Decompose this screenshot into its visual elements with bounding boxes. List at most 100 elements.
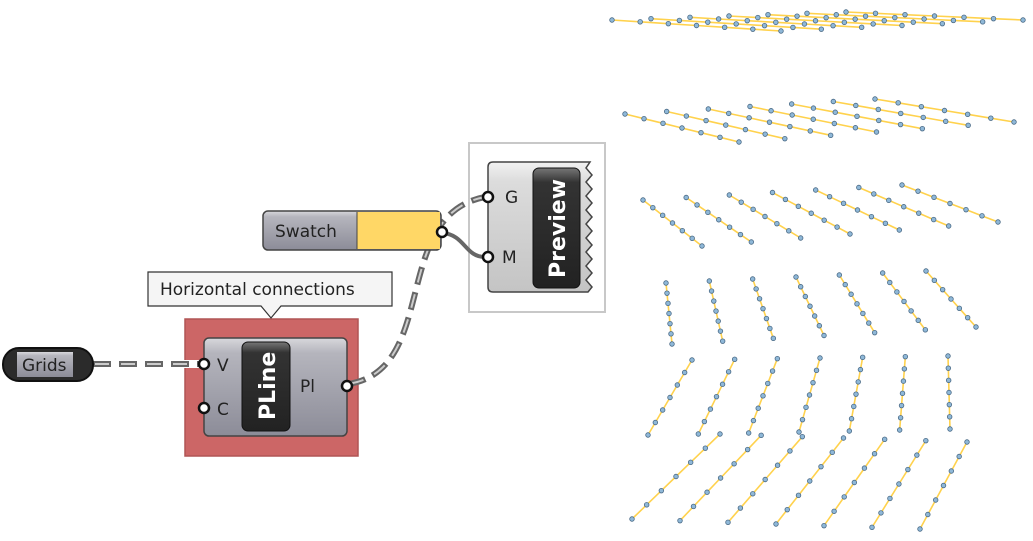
preview-point xyxy=(854,113,860,120)
input-c-grip[interactable] xyxy=(197,401,211,415)
preview-point xyxy=(956,305,963,312)
preview-point xyxy=(737,505,744,511)
preview-point xyxy=(821,217,827,223)
swatch-label: Swatch xyxy=(275,222,337,242)
preview-point xyxy=(879,270,886,276)
input-g-grip[interactable] xyxy=(481,190,495,204)
preview-point xyxy=(923,268,929,274)
viewport-preview xyxy=(609,9,1026,532)
preview-point xyxy=(746,115,752,121)
preview-point xyxy=(652,419,659,426)
preview-point xyxy=(794,13,800,19)
swatch-output-grip[interactable] xyxy=(435,225,449,239)
preview-point xyxy=(856,184,862,191)
preview-point xyxy=(731,356,738,363)
preview-point xyxy=(664,290,670,296)
preview-point xyxy=(804,10,810,17)
preview-point xyxy=(821,332,827,339)
preview-point xyxy=(914,452,920,458)
preview-point xyxy=(695,431,702,437)
preview-point xyxy=(658,487,665,494)
preview-component[interactable]: Preview G M xyxy=(481,161,593,293)
wire-swatch-to-m xyxy=(442,231,486,259)
preview-point xyxy=(609,17,615,23)
preview-point xyxy=(887,495,893,502)
preview-point xyxy=(622,111,628,117)
preview-point xyxy=(875,106,881,113)
input-v-grip[interactable] xyxy=(197,357,211,371)
preview-point xyxy=(788,101,795,107)
preview-point xyxy=(846,428,853,434)
preview-point xyxy=(786,228,792,234)
preview-point xyxy=(701,418,708,425)
swatch-component[interactable]: Swatch xyxy=(262,210,449,251)
preview-point xyxy=(766,119,773,125)
preview-point xyxy=(790,24,796,31)
preview-point xyxy=(830,22,836,29)
swatch-color[interactable] xyxy=(357,212,440,249)
preview-point xyxy=(857,366,864,373)
preview-point xyxy=(797,235,804,241)
preview-point xyxy=(762,131,768,137)
preview-point xyxy=(816,323,823,329)
preview-point xyxy=(806,392,813,398)
preview-point xyxy=(763,315,770,322)
preview-point xyxy=(703,117,709,124)
preview-point xyxy=(931,13,938,19)
preview-point xyxy=(964,111,971,118)
preview-point xyxy=(901,298,907,305)
preview-point xyxy=(872,96,878,102)
preview-point xyxy=(760,393,766,399)
preview-point xyxy=(897,415,904,421)
grids-param[interactable]: Grids xyxy=(2,347,94,382)
preview-point xyxy=(760,305,766,312)
preview-point xyxy=(629,516,635,522)
preview-point xyxy=(705,19,711,25)
preview-point xyxy=(702,445,709,451)
preview-point xyxy=(797,284,804,290)
preview-point xyxy=(812,18,819,24)
preview-point xyxy=(744,17,750,24)
preview-point xyxy=(716,217,722,223)
preview-point xyxy=(842,281,848,288)
preview-point xyxy=(683,113,690,119)
preview-point xyxy=(940,482,947,489)
preview-point xyxy=(947,426,953,432)
preview-point xyxy=(917,526,923,532)
preview-point xyxy=(774,462,781,468)
preview-point xyxy=(841,494,847,500)
preview-point xyxy=(795,492,802,499)
preview-point xyxy=(946,414,953,420)
preview-point xyxy=(799,416,806,423)
preview-point xyxy=(908,308,914,314)
preview-point xyxy=(717,475,724,481)
pline-component[interactable]: PLine V C Pl xyxy=(197,337,354,437)
preview-point xyxy=(769,189,776,196)
preview-point xyxy=(898,402,905,409)
preview-point xyxy=(931,194,937,201)
preview-point xyxy=(669,220,676,226)
input-m-grip[interactable] xyxy=(481,250,495,264)
preview-point xyxy=(899,182,905,188)
preview-point xyxy=(870,21,876,27)
preview-point xyxy=(665,300,671,307)
preview-point xyxy=(965,122,971,129)
preview-point xyxy=(802,293,809,300)
preview-point xyxy=(860,310,866,317)
preview-point xyxy=(810,105,817,111)
output-pl-grip[interactable] xyxy=(340,379,354,393)
pline-name: PLine xyxy=(256,352,281,420)
preview-point xyxy=(963,206,969,213)
preview-point xyxy=(897,121,904,128)
preview-point xyxy=(887,279,893,286)
preview-point xyxy=(731,461,737,467)
preview-point xyxy=(853,102,859,109)
preview-point xyxy=(637,19,643,25)
preview-point xyxy=(830,98,837,105)
preview-point xyxy=(708,288,715,294)
preview-point xyxy=(871,191,877,197)
preview-point xyxy=(753,286,759,292)
preview-point xyxy=(719,338,726,344)
preview-point xyxy=(717,134,723,141)
